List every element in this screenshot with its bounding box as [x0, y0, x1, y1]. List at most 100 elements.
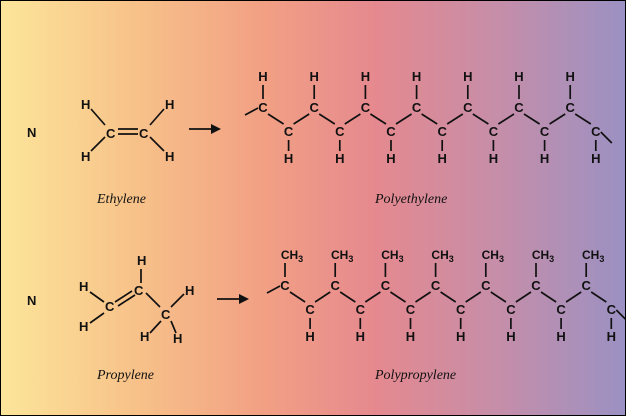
polyethylene-hydrogen-bottom: H: [591, 151, 600, 166]
polyethylene-backbone-bond: [344, 113, 361, 125]
arrow-top-head: [211, 124, 221, 134]
polypropylene-backbone-bond: [364, 291, 381, 303]
ethylene-bond-h-bottom-left: [90, 136, 106, 152]
ethylene-h-bottom-right: H: [165, 149, 174, 164]
polyethylene-hydrogen-top: H: [514, 69, 523, 84]
polyethylene-carbon: C: [514, 100, 524, 115]
polypropylene-backbone-bond: [314, 291, 331, 303]
reaction-arrow-top: [189, 124, 221, 134]
polyethylene-backbone-bond: [369, 113, 387, 125]
polypropylene-backbone-bond: [389, 291, 406, 303]
polyethylene-bond-open-left: [244, 107, 259, 116]
polyethylene-backbone-bond: [523, 113, 541, 125]
polypropylene-methyl-group: CH3: [532, 248, 554, 264]
ethylene-c-left: C: [106, 126, 116, 141]
polypropylene-methyl-group: CH3: [482, 248, 504, 264]
polypropylene-carbon: C: [431, 278, 441, 293]
polyethylene-hydrogen-top: H: [361, 69, 370, 84]
polyethylene-hydrogen-bottom: H: [335, 151, 344, 166]
polypropylene-methyl-group: CH3: [381, 248, 403, 264]
propylene-bond-h-c3-bottom-left: [149, 320, 162, 334]
caption-polypropylene: Polypropylene: [374, 368, 456, 383]
reaction-arrow-bottom: [217, 294, 249, 304]
polypropylene-bond-open-left: [266, 285, 281, 294]
propylene-double-bond-b: [117, 294, 136, 307]
propylene-double-bond-a: [114, 290, 133, 303]
polyethylene-carbon: C: [566, 100, 576, 115]
propylene-h-c2: H: [137, 253, 146, 268]
side-label-bottom: N: [27, 293, 36, 308]
polyethylene-hydrogen-bottom: H: [438, 151, 447, 166]
propylene-h-top-left: H: [79, 279, 88, 294]
polyethylene-carbon: C: [540, 124, 550, 139]
polyethylene-hydrogen-top: H: [412, 69, 421, 84]
ethylene-h-top-right: H: [165, 97, 174, 112]
caption-ethylene: Ethylene: [96, 192, 146, 207]
polypropylene-hydrogen-bottom: H: [406, 329, 415, 344]
polyethylene-carbon: C: [489, 124, 499, 139]
polyethylene-backbone-bond: [549, 113, 566, 125]
polyethylene-backbone-bond: [446, 113, 464, 125]
polypropylene-carbon: C: [280, 278, 290, 293]
polyethylene-hydrogen-top: H: [310, 69, 319, 84]
ethylene-bond-h-top-right: [149, 108, 165, 126]
propylene-bond-c2-c3: [145, 292, 161, 308]
propylene-h-c3-right: H: [185, 283, 194, 298]
polyethylene-hydrogen-bottom: H: [386, 151, 395, 166]
propylene-bond-h-bottom-left: [89, 312, 105, 324]
propylene-h-c3-bottom-right: H: [173, 331, 182, 346]
ethylene-bond-h-bottom-right: [149, 136, 165, 152]
polyethylene-hydrogen-top: H: [463, 69, 472, 84]
polyethylene-carbon: C: [386, 124, 396, 139]
polypropylene-hydrogen-bottom: H: [506, 329, 515, 344]
polyethylene-hydrogen-bottom: H: [284, 151, 293, 166]
propylene-bond-h-c3-bottom-right: [170, 320, 177, 334]
polyethylene-backbone-bond: [497, 113, 515, 125]
polypropylene-methyl-group: CH3: [281, 248, 303, 264]
polypropylene-backbone-bond: [490, 291, 507, 303]
polypropylene-methyl-group: CH3: [582, 248, 604, 264]
polypropylene-hydrogen-bottom: H: [607, 329, 616, 344]
polypropylene-carbon: C: [582, 278, 592, 293]
polypropylene-backbone-bond: [540, 291, 557, 303]
polypropylene-carbon: C: [381, 278, 391, 293]
caption-propylene: Propylene: [96, 368, 154, 383]
polypropylene-hydrogen-bottom: H: [305, 329, 314, 344]
propylene-row: N H H C C H C H H H: [27, 248, 625, 383]
caption-polyethylene: Polyethylene: [374, 192, 447, 207]
polyethylene-backbone-bond: [318, 113, 336, 125]
polyethylene-carbon: C: [412, 100, 422, 115]
polypropylene-carbon: C: [331, 278, 341, 293]
polyethylene-carbon: C: [591, 124, 601, 139]
polypropylene-chain: CCH3CHCCH3CHCCH3CHCCH3CHCCH3CHCCH3CHCCH3…: [266, 248, 625, 344]
polyethylene-carbon: C: [284, 124, 294, 139]
polyethylene-carbon: C: [438, 124, 448, 139]
polypropylene-backbone-bond: [289, 291, 306, 303]
polypropylene-carbon: C: [481, 278, 491, 293]
ethylene-row: N H H C C H H CHCHCHCHCHCHCHCHCHCHCHCHCH…: [27, 69, 613, 207]
polyethylene-carbon: C: [463, 100, 473, 115]
ethylene-c-right: C: [139, 126, 149, 141]
polypropylene-carbon: C: [556, 302, 566, 317]
propylene-h-bottom-left: H: [79, 319, 88, 334]
polyethylene-hydrogen-top: H: [566, 69, 575, 84]
polypropylene-hydrogen-bottom: H: [356, 329, 365, 344]
propylene-molecule: H H C C H C H H H: [79, 253, 194, 346]
propylene-c1: C: [105, 299, 115, 314]
polyethylene-bond-open-right: [600, 131, 613, 144]
polypropylene-carbon: C: [506, 302, 516, 317]
polyethylene-backbone-bond: [421, 113, 438, 125]
ethylene-molecule: H H C C H H: [81, 97, 174, 164]
polypropylene-carbon: C: [356, 302, 366, 317]
polypropylene-carbon: C: [305, 302, 315, 317]
polypropylene-carbon: C: [531, 278, 541, 293]
polyethylene-carbon: C: [310, 100, 320, 115]
ethylene-bond-h-top-left: [90, 108, 106, 126]
polyethylene-backbone-bond: [267, 113, 285, 125]
polypropylene-carbon: C: [406, 302, 416, 317]
polypropylene-methyl-group: CH3: [431, 248, 453, 264]
polyethylene-hydrogen-bottom: H: [489, 151, 498, 166]
polypropylene-backbone-bond: [590, 291, 607, 303]
